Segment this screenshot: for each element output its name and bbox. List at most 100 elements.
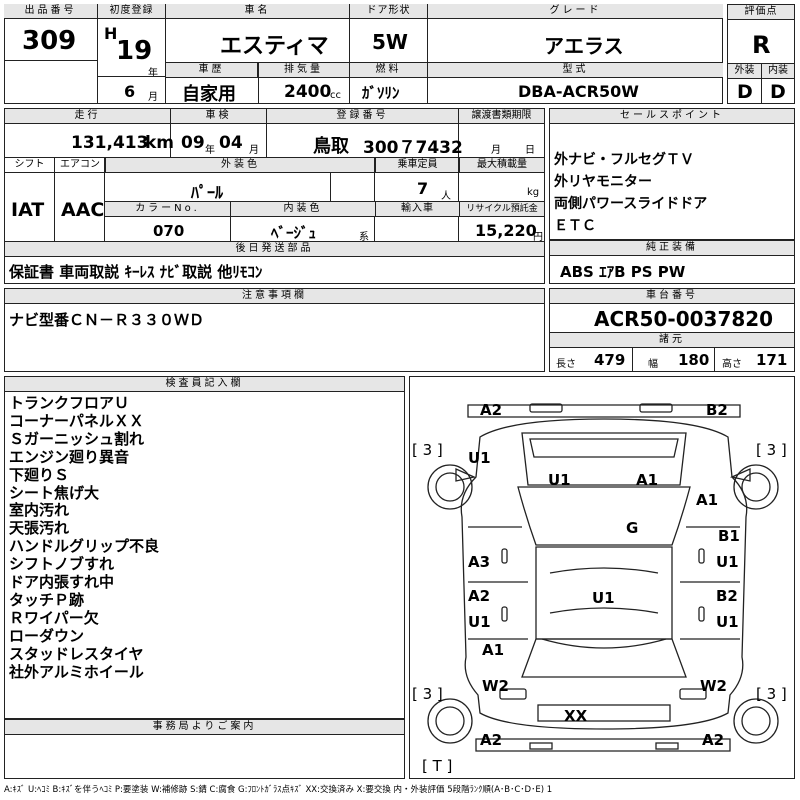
inspection-month: 04 [219, 133, 243, 153]
damage-fender-left: U1 [468, 449, 491, 467]
fuel-label: 燃料 [350, 63, 427, 78]
transfer-doc-label: 譲渡書類期限 [459, 109, 544, 124]
damage-hood-left: U1 [548, 471, 571, 489]
interior-label: 内装 [762, 64, 794, 79]
notes-label: 注意事項欄 [5, 289, 544, 304]
genuine-equip-label: 純正装備 [550, 241, 794, 256]
details-block: 走行 車検 登録番号 譲渡書類期限 131,413 km 09 年 04 月 鳥… [4, 108, 545, 284]
lot-no-value: 309 [22, 26, 77, 56]
inspection-year-unit: 年 [205, 145, 215, 156]
reg-no-label: 登録番号 [267, 109, 459, 124]
displacement-value: 2400 [284, 82, 332, 102]
later-parts-value: 保証書 車両取説 ｷｰﾚｽ ﾅﾋﾞ取説 他ﾘﾓｺﾝ [9, 263, 263, 281]
inspector-note-item: ハンドルグリップ不良 [9, 537, 160, 556]
length-label: 長さ [556, 359, 576, 370]
history-label: 車歴 [166, 63, 258, 78]
car-name-value: エスティマ [220, 34, 329, 59]
capacity-value: 7 [417, 179, 429, 198]
score-label: 評価点 [728, 5, 794, 20]
reg-number: 300７7432 [363, 138, 463, 158]
office-notice-box: 事務局よりご案内 [4, 719, 405, 779]
chassis-no-label: 車台番号 [550, 289, 794, 304]
damage-door-front-right-2: U1 [716, 553, 739, 571]
capacity-unit: 人 [441, 191, 451, 202]
fuel-value: ｶﾞｿﾘﾝ [362, 84, 400, 102]
mileage-unit: km [145, 133, 175, 153]
height-label: 高さ [722, 359, 742, 370]
damage-door-front-right-1: B1 [718, 527, 740, 545]
damage-door-rear-left-2: U1 [468, 613, 491, 631]
inspector-note-item: 天張汚れ [9, 519, 70, 538]
exterior-score: D [737, 81, 753, 103]
damage-rear-bumper-right: A2 [702, 731, 725, 749]
damage-door-rear-right-2: U1 [716, 613, 739, 631]
legend-text: A:ｷｽﾞ U:ﾍｺﾐ B:ｷｽﾞを伴うﾍｺﾐ P:要塗装 W:補修跡 S:錆 … [4, 785, 553, 795]
width-value: 180 [678, 351, 710, 369]
era-value: H [104, 24, 118, 43]
damage-fender-right: A1 [696, 491, 719, 509]
capacity-label: 乗車定員 [375, 158, 459, 173]
inspector-note-item: ドア内張すれ中 [9, 573, 115, 591]
grade-cell: グレード アエラス 型式 DBA-ACR50W [428, 4, 723, 104]
doc-month-unit: 月 [491, 145, 501, 156]
damage-rear-panel: XX [564, 707, 588, 725]
sales-point-item: ＥＴＣ [554, 218, 596, 234]
int-color-label: 内装色 [231, 202, 375, 217]
inspector-note-item: トランクフロアＵ [9, 394, 130, 412]
doc-day-unit: 日 [525, 145, 535, 156]
inspector-note-item: コーナーパネルＸＸ [9, 411, 144, 430]
inspector-note-item: Ｓガーニッシュ割れ [9, 429, 145, 448]
inspector-note-item: エンジン廻り異音 [9, 447, 130, 466]
tire-rear-left: [ 3 ] [412, 685, 443, 703]
width-label: 幅 [648, 359, 658, 370]
tire-front-right: [ 3 ] [756, 441, 787, 459]
recycle-value: 15,220 [475, 221, 537, 240]
office-notice-label: 事務局よりご案内 [5, 720, 404, 735]
displacement-label: 排気量 [258, 63, 349, 78]
sales-point-item: 外ナビ・フルセグＴＶ [554, 152, 694, 168]
score-value: R [752, 31, 771, 59]
displacement-unit: cc [330, 90, 341, 101]
inspector-note-item: 下廻りＳ [9, 465, 70, 484]
ext-color-label: 外装色 [105, 158, 375, 173]
inspector-note-item: シフトノブすれ [9, 555, 115, 574]
first-reg-cell: 初度登録 H 19 年 6 月 [98, 4, 166, 104]
recycle-label: リサイクル預託金 [459, 202, 544, 217]
car-diagram: [ 3 ] [ 3 ] [ 3 ] [ 3 ] [ T ] A2 B2 U1 U… [409, 376, 795, 779]
damage-windshield: G [626, 519, 639, 537]
max-load-label: 最大積載量 [459, 158, 544, 173]
grade-value: アエラス [544, 34, 624, 58]
month-unit: 月 [148, 92, 158, 103]
door-value: 5W [372, 30, 408, 54]
interior-score: D [770, 81, 786, 103]
inspection-label: 車検 [171, 109, 267, 124]
sales-point-item: 外リヤモニター [554, 174, 652, 190]
aircon-value: AAC [61, 199, 105, 221]
tire-rear-right: [ 3 ] [756, 685, 787, 703]
length-value: 479 [594, 351, 626, 369]
damage-door-rear-left-1: A2 [468, 587, 491, 605]
shift-label: シフト [5, 158, 55, 173]
notes-value: ナビ型番ＣＮ－Ｒ３３０ＷＤ [9, 311, 205, 329]
history-value: 自家用 [182, 84, 236, 105]
tire-front-left: [ 3 ] [412, 441, 443, 459]
inspector-note-item: スタッドレスタイヤ [9, 644, 144, 663]
mileage-value: 131,413 [71, 133, 149, 153]
import-label: 輸入車 [375, 202, 459, 217]
lot-no-cell: 出品番号 309 [4, 4, 98, 104]
inspector-note-item: 室内汚れ [9, 501, 70, 520]
damage-door-rear-right-1: B2 [716, 587, 738, 605]
inspector-note-item: ローダウン [9, 626, 85, 645]
damage-door-front-left: A3 [468, 553, 491, 571]
door-label: ドア形状 [350, 4, 427, 19]
exterior-label: 外装 [728, 64, 762, 79]
inspector-note-item: シート焦げ大 [9, 483, 100, 502]
later-parts-label: 後日発送部品 [5, 242, 544, 257]
damage-quarter-left: A1 [482, 641, 505, 659]
inspection-year: 09 [181, 133, 205, 153]
int-color-value: ﾍﾞｰｼﾞｭ [271, 224, 317, 242]
damage-hood-right: A1 [636, 471, 659, 489]
car-outline [427, 403, 779, 752]
inspector-note-item: Ｒワイパー欠 [9, 608, 99, 627]
